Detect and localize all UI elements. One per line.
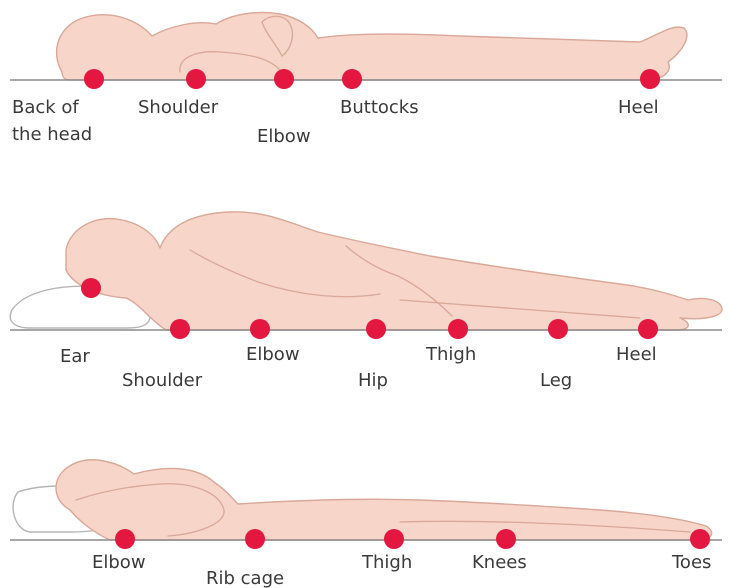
label-elbow-lateral: Elbow	[246, 344, 300, 365]
label-the-head: the head	[12, 124, 92, 145]
lateral-body-figure	[66, 212, 722, 330]
lateral-point-elbow	[250, 319, 270, 339]
supine-point-elbow	[274, 69, 294, 89]
label-buttocks: Buttocks	[340, 97, 419, 118]
lateral-point-heel	[638, 319, 658, 339]
label-toes: Toes	[671, 552, 711, 573]
label-heel-supine: Heel	[618, 97, 659, 118]
prone-point-thigh	[384, 529, 404, 549]
prone-point-rib-cage	[245, 529, 265, 549]
lateral-point-shoulder	[170, 319, 190, 339]
label-knees: Knees	[472, 552, 527, 573]
lateral-point-hip	[366, 319, 386, 339]
lateral-point-leg	[548, 319, 568, 339]
prone-point-elbow	[115, 529, 135, 549]
prone-point-toes	[690, 529, 710, 549]
lateral-point-thigh	[448, 319, 468, 339]
label-rib-cage: Rib cage	[206, 568, 284, 588]
lateral-point-ear	[81, 278, 101, 298]
supine-panel: Back of the head Shoulder Elbow Buttocks…	[10, 12, 722, 147]
supine-body-figure	[57, 12, 687, 80]
label-elbow-prone: Elbow	[92, 552, 146, 573]
prone-panel: Elbow Rib cage Thigh Knees Toes	[10, 460, 722, 588]
label-heel-lateral: Heel	[616, 344, 657, 365]
label-shoulder-lateral: Shoulder	[122, 370, 203, 391]
prone-point-knees	[496, 529, 516, 549]
supine-point-buttocks	[342, 69, 362, 89]
label-ear: Ear	[60, 346, 90, 367]
supine-point-head	[84, 69, 104, 89]
label-back-of: Back of	[12, 97, 79, 118]
label-thigh-lateral: Thigh	[425, 344, 476, 365]
label-thigh-prone: Thigh	[361, 552, 412, 573]
supine-point-shoulder	[186, 69, 206, 89]
prone-body-figure	[56, 460, 712, 540]
label-hip: Hip	[358, 370, 388, 391]
label-elbow-supine: Elbow	[257, 126, 311, 147]
supine-point-heel	[640, 69, 660, 89]
label-leg: Leg	[540, 370, 572, 391]
lateral-panel: Ear Shoulder Elbow Hip Thigh Leg Heel	[10, 212, 722, 391]
label-shoulder-supine: Shoulder	[138, 97, 219, 118]
